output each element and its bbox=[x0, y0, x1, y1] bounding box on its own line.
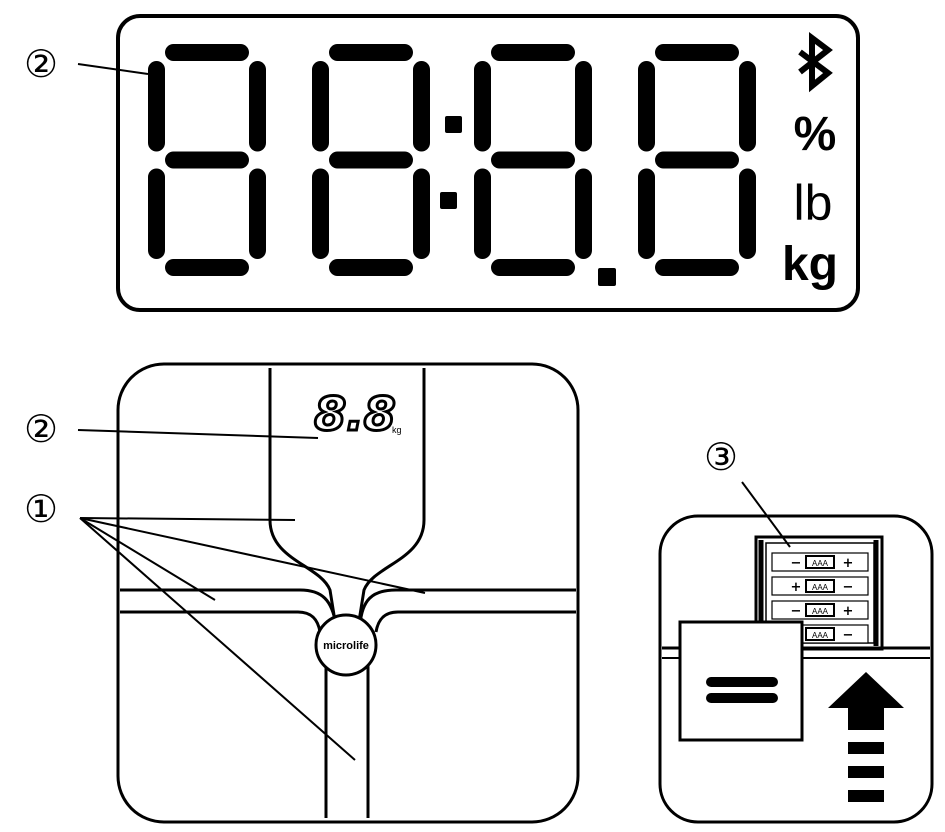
digit-4-segment-a bbox=[655, 44, 739, 61]
digit-3-segment-d bbox=[491, 259, 575, 276]
digit-1-segment-c bbox=[249, 168, 266, 259]
digit-2-segment-b bbox=[413, 61, 430, 152]
digit-1-segment-b bbox=[249, 61, 266, 152]
digit-2-segment-e bbox=[312, 168, 329, 259]
callout-mini-display: ② bbox=[24, 407, 59, 451]
battery-icon bbox=[805, 579, 835, 593]
brand-badge bbox=[314, 613, 378, 677]
digit-4-segment-b bbox=[739, 61, 756, 152]
callout-display: ② bbox=[24, 42, 59, 86]
digit-1-segment-e bbox=[148, 168, 165, 259]
digit-1-segment-d bbox=[165, 259, 249, 276]
digit-1-segment-g bbox=[165, 151, 249, 169]
digit-4-segment-e bbox=[638, 168, 655, 259]
digit-3-segment-g bbox=[491, 151, 575, 169]
battery-polarity-left: − bbox=[791, 556, 802, 571]
battery-cell: AAA − + bbox=[771, 600, 869, 620]
mini-display-digits: 8.8 bbox=[314, 387, 396, 441]
battery-cell: AAA + − bbox=[771, 576, 869, 596]
callout-electrodes: ① bbox=[24, 487, 59, 531]
colon-dot-bottom bbox=[440, 192, 457, 209]
digit-1-segment-a bbox=[165, 44, 249, 61]
digit-4-segment-c bbox=[739, 168, 756, 259]
brand-logo: microlife bbox=[323, 640, 369, 652]
battery-polarity-right: − bbox=[843, 628, 854, 643]
digit-3-segment-b bbox=[575, 61, 592, 152]
lcd-display: % lb kg bbox=[116, 14, 860, 312]
digit-2-segment-a bbox=[329, 44, 413, 61]
battery-cell-label: AAA bbox=[812, 607, 829, 616]
digit-3-segment-f bbox=[474, 61, 491, 152]
battery-polarity-right: + bbox=[843, 604, 854, 619]
slide-arrow-icon bbox=[828, 672, 904, 802]
battery-cell-label: AAA bbox=[812, 559, 829, 568]
battery-icon bbox=[805, 603, 835, 617]
digit-2-segment-c bbox=[413, 168, 430, 259]
digit-4-segment-g bbox=[655, 151, 739, 169]
battery-polarity-left: + bbox=[791, 580, 802, 595]
digit-3-segment-a bbox=[491, 44, 575, 61]
digit-4-segment-d bbox=[655, 259, 739, 276]
lb-unit: lb bbox=[794, 175, 833, 231]
lcd-digits bbox=[148, 44, 756, 276]
scale-body bbox=[116, 362, 580, 824]
battery-cell-label: AAA bbox=[812, 583, 829, 592]
digit-2-segment-g bbox=[329, 151, 413, 169]
kg-unit: kg bbox=[782, 238, 838, 291]
mini-display-unit: kg bbox=[392, 425, 402, 435]
battery-icon bbox=[805, 627, 835, 641]
digit-2-segment-d bbox=[329, 259, 413, 276]
battery-polarity-right: − bbox=[843, 580, 854, 595]
battery-panel: AAA−+AAA+−AAA−+AAA+− bbox=[658, 514, 934, 824]
digit-1-segment-f bbox=[148, 61, 165, 152]
callout-line-battery bbox=[741, 481, 791, 548]
battery-cell: AAA − + bbox=[771, 552, 869, 572]
battery-polarity-right: + bbox=[843, 556, 854, 571]
decimal-point bbox=[598, 268, 616, 286]
callout-battery: ③ bbox=[704, 435, 739, 479]
percent-symbol: % bbox=[794, 108, 837, 161]
battery-cell-label: AAA bbox=[812, 631, 829, 640]
bluetooth-icon bbox=[798, 32, 833, 93]
colon-dot-top bbox=[445, 116, 462, 133]
battery-icon bbox=[805, 555, 835, 569]
digit-2-segment-f bbox=[312, 61, 329, 152]
battery-polarity-left: − bbox=[791, 604, 802, 619]
digit-3-segment-c bbox=[575, 168, 592, 259]
callout-line-mini-display bbox=[77, 429, 319, 439]
callout-lines-electrodes bbox=[79, 517, 426, 761]
digit-3-segment-e bbox=[474, 168, 491, 259]
callout-line-display bbox=[77, 63, 149, 75]
digit-4-segment-f bbox=[638, 61, 655, 152]
